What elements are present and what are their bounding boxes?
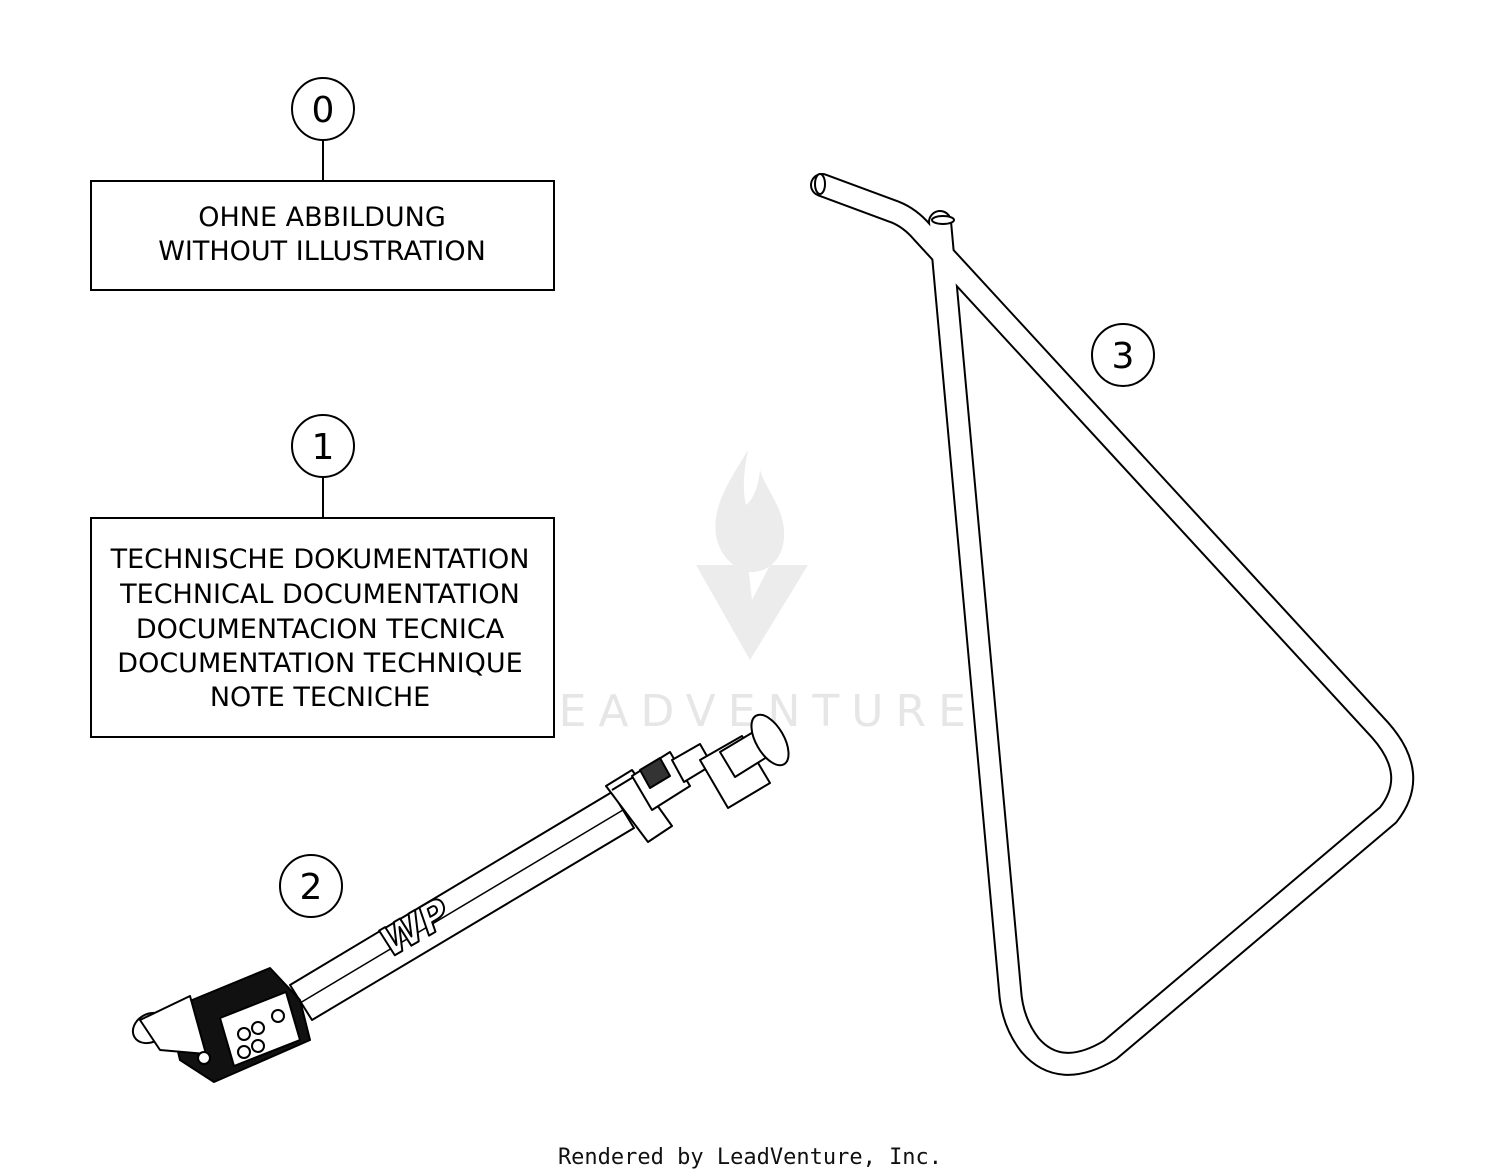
gauge-button-1 <box>237 1027 251 1041</box>
callout-1: 1 <box>291 414 355 518</box>
gauge-button-2 <box>237 1045 251 1059</box>
power-icon <box>271 1009 285 1023</box>
v-logo-icon <box>696 565 808 660</box>
callout-0-number: 0 <box>312 90 335 131</box>
gauge-button-4 <box>251 1039 265 1053</box>
leadventure-watermark: LEADVENTURE <box>522 450 978 737</box>
callout-3: 3 <box>1091 323 1155 387</box>
box-technical-documentation: TECHNISCHE DOKUMENTATION TECHNICAL DOCUM… <box>90 517 555 738</box>
gauge-button-3 <box>251 1021 265 1035</box>
callout-2: 2 <box>279 854 343 918</box>
box0-line2: WITHOUT ILLUSTRATION <box>158 236 486 267</box>
callout-3-number: 3 <box>1112 336 1135 377</box>
box1-line4: DOCUMENTATION TECHNIQUE <box>117 648 522 679</box>
callout-0: 0 <box>291 77 355 181</box>
watermark-text: LEADVENTURE <box>522 686 978 737</box>
box0-line1: OHNE ABBILDUNG <box>198 202 446 233</box>
box1-line3: DOCUMENTACION TECNICA <box>136 614 505 645</box>
box1-line2: TECHNICAL DOCUMENTATION <box>119 579 520 610</box>
air-pump-illustration: WP <box>131 713 790 1083</box>
flame-icon <box>715 450 785 572</box>
box1-line1: TECHNISCHE DOKUMENTATION <box>110 544 530 575</box>
callout-2-number: 2 <box>300 867 323 908</box>
box1-line5: NOTE TECNICHE <box>210 682 430 713</box>
box-without-illustration: OHNE ABBILDUNG WITHOUT ILLUSTRATION <box>90 180 555 291</box>
side-stand-illustration <box>810 173 1415 1076</box>
callout-1-number: 1 <box>312 427 335 468</box>
footer-credit: Rendered by LeadVenture, Inc. <box>558 1145 942 1170</box>
